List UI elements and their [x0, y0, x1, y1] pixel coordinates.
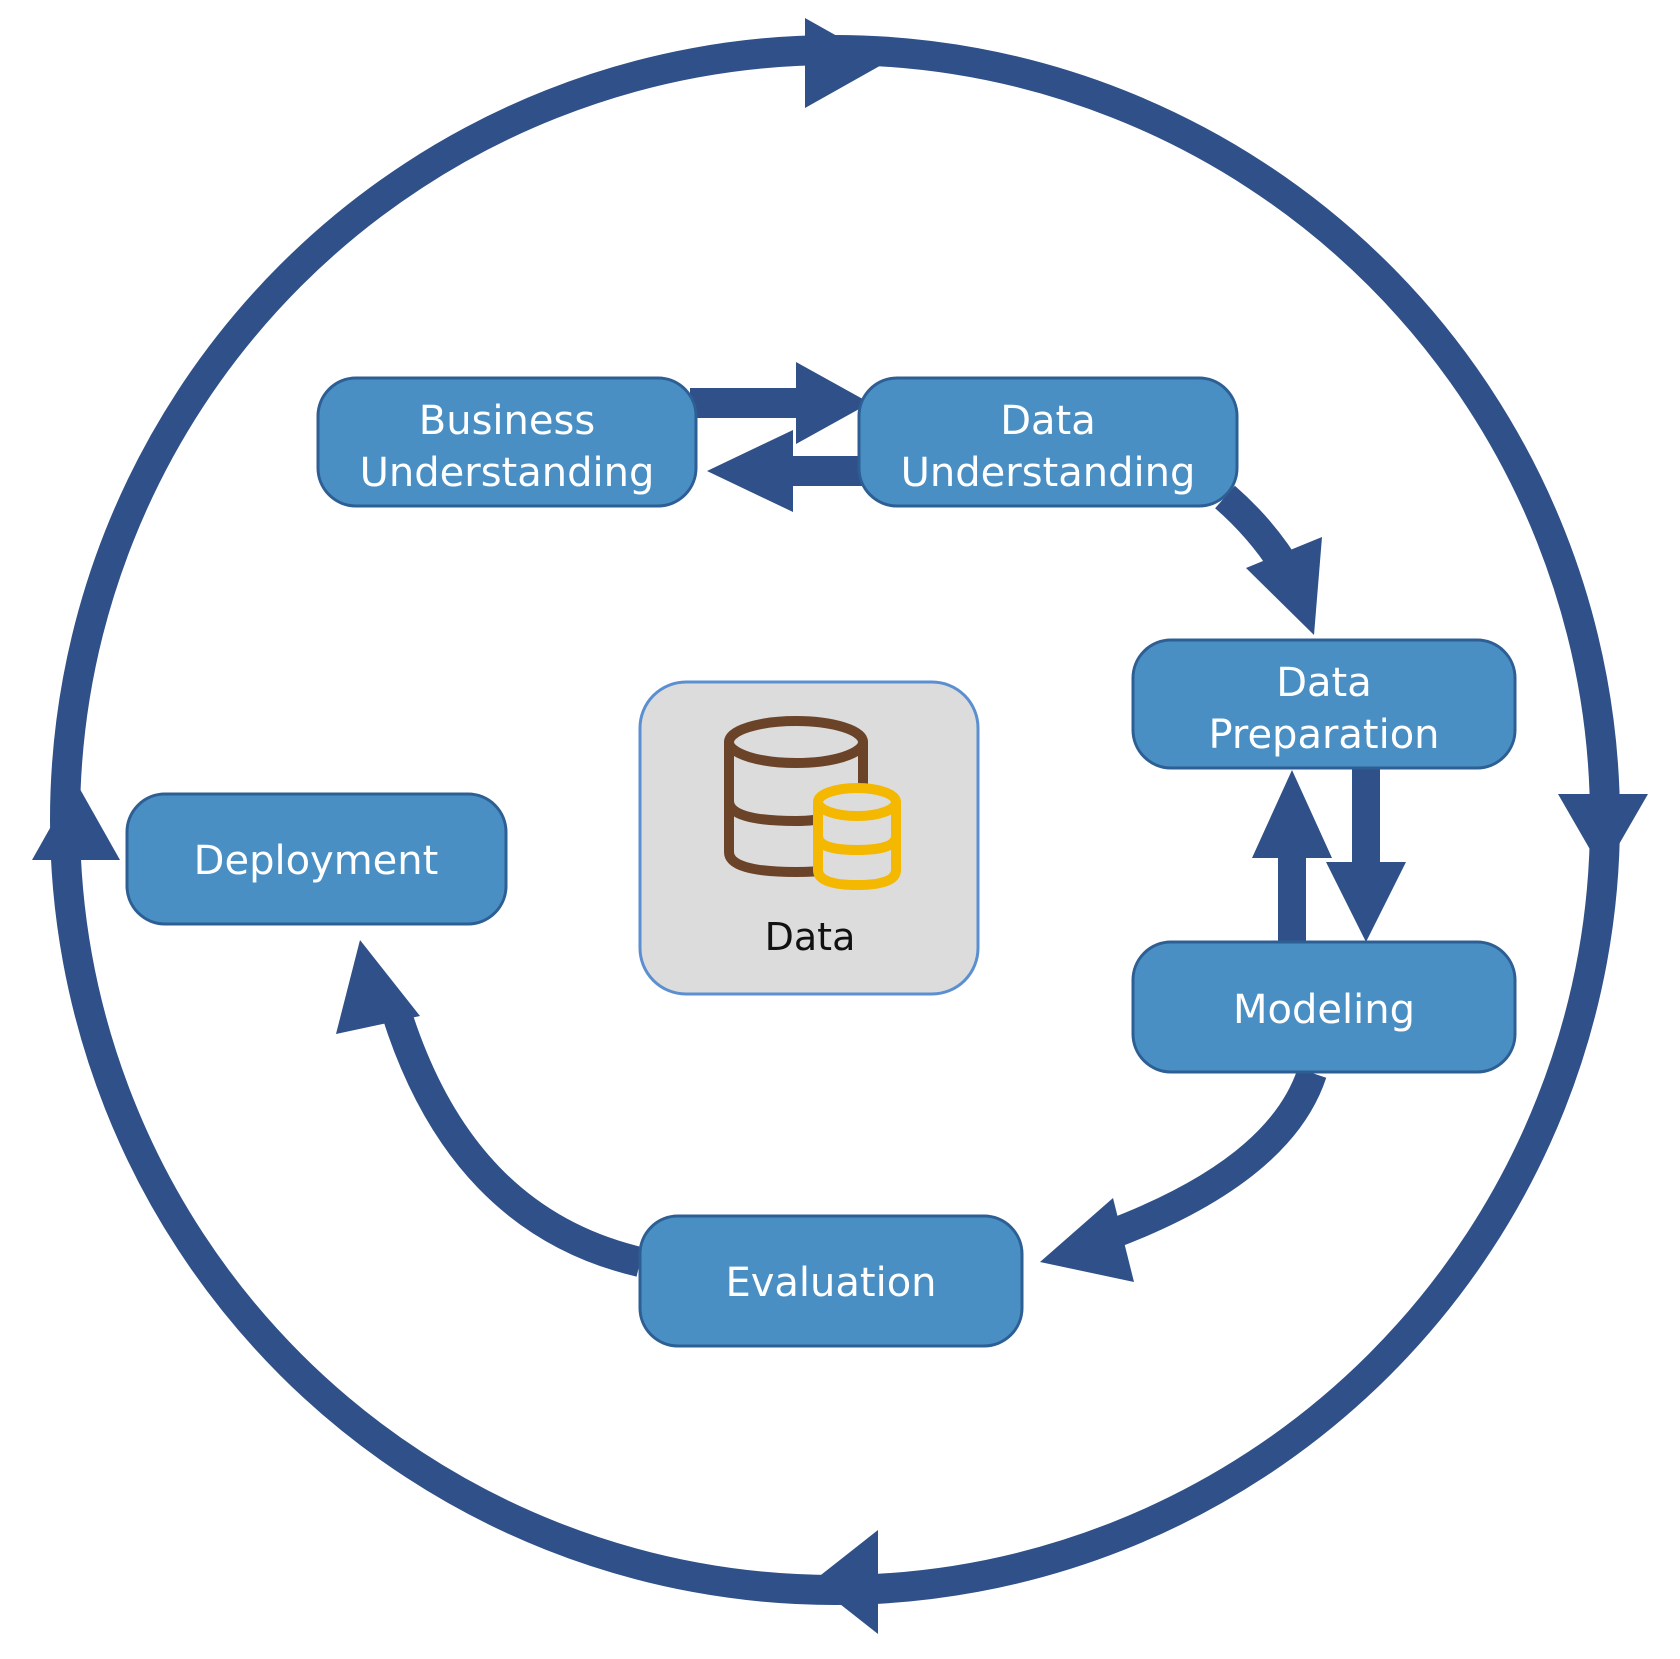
phase-label-line1: Data: [1276, 660, 1372, 706]
database-icon: [724, 716, 901, 891]
outer-arrow-top: [805, 18, 885, 108]
center-data-label: Data: [765, 915, 856, 959]
outer-arrow-bottom: [812, 1530, 878, 1634]
arrow-data-understanding-to-preparation-head: [1246, 537, 1322, 635]
phase-label-line1: Business: [419, 398, 595, 444]
arrow-modeling-to-preparation-head: [1252, 770, 1332, 858]
phase-label-line2: Preparation: [1208, 712, 1439, 758]
phase-label-line2: Understanding: [360, 450, 655, 496]
outer-arrow-left: [32, 782, 120, 860]
phase-label: Deployment: [194, 838, 439, 884]
phase-data-preparation: Data Preparation: [1131, 638, 1517, 770]
center-data-box: Data: [638, 680, 980, 996]
arrow-modeling-to-evaluation-head: [1040, 1198, 1134, 1282]
arrow-preparation-to-modeling-head: [1326, 862, 1406, 942]
phase-data-understanding: Data Understanding: [857, 376, 1239, 508]
arrow-business-to-data-understanding-head: [796, 362, 870, 444]
phase-modeling: Modeling: [1131, 940, 1517, 1074]
phase-deployment: Deployment: [125, 792, 508, 926]
phase-evaluation: Evaluation: [638, 1214, 1024, 1348]
arrow-modeling-to-evaluation-shaft: [1106, 1067, 1327, 1249]
phase-label: Evaluation: [725, 1260, 936, 1306]
phase-label-line1: Data: [1000, 398, 1096, 444]
arrow-evaluation-to-deployment-head: [336, 940, 420, 1034]
arrow-data-understanding-to-business-head: [707, 430, 793, 512]
phase-business-understanding: Business Understanding: [316, 376, 698, 508]
phase-label: Modeling: [1233, 987, 1415, 1033]
outer-arrow-right: [1558, 794, 1648, 872]
arrow-evaluation-to-deployment-shaft: [380, 1003, 644, 1277]
phase-label-line2: Understanding: [901, 450, 1196, 496]
